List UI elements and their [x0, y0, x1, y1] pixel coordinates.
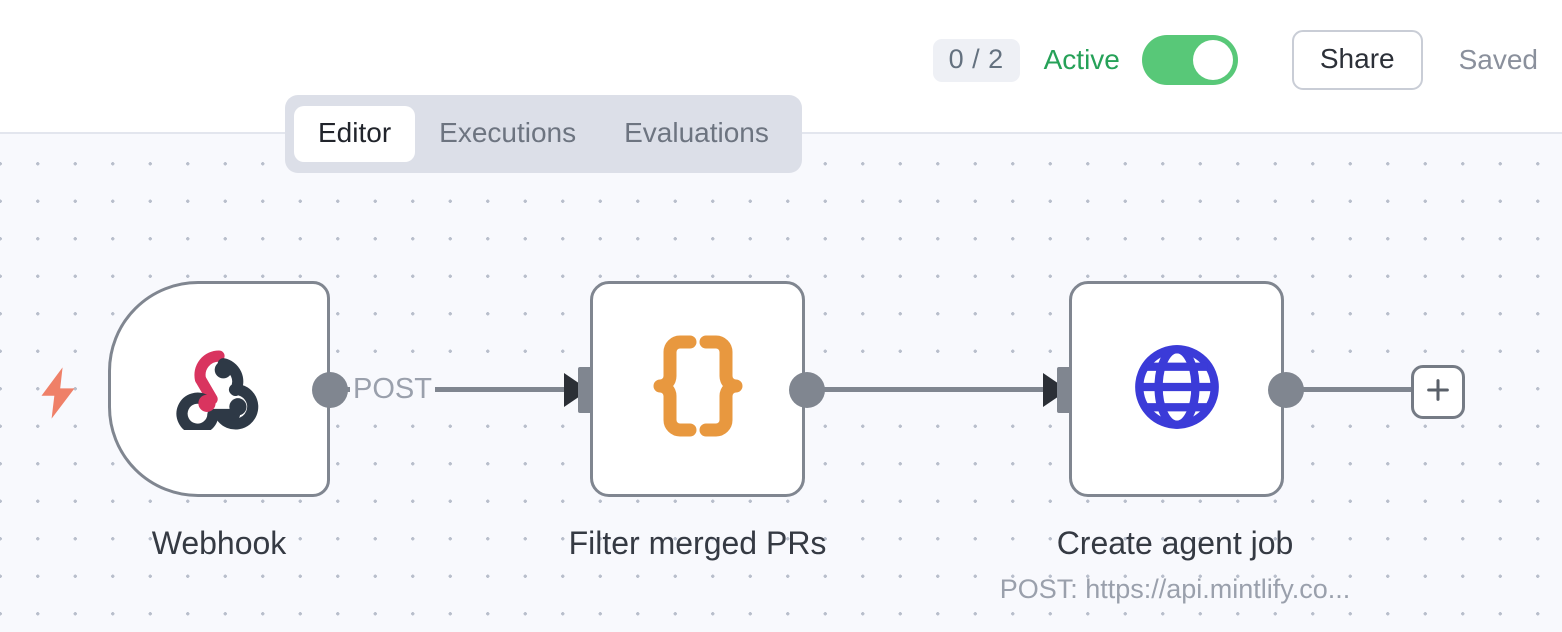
filter-output-port[interactable]: [789, 372, 825, 408]
node-http-sublabel: POST: https://api.mintlify.co...: [999, 574, 1351, 604]
connection-label-post: POST: [350, 375, 435, 404]
node-http-request[interactable]: [1069, 281, 1284, 497]
tab-bar: Editor Executions Evaluations: [285, 95, 802, 173]
lightning-bolt-icon: [36, 366, 80, 427]
node-webhook-icon-wrap: [111, 284, 327, 494]
node-webhook-label: Webhook: [151, 525, 287, 561]
run-counter-badge: 0 / 2: [932, 38, 1020, 82]
plus-icon: [1424, 376, 1452, 409]
header-actions: 0 / 2 Active Share Saved: [932, 30, 1538, 90]
globe-icon: [1131, 341, 1223, 438]
http-output-port[interactable]: [1268, 372, 1304, 408]
tab-evaluations[interactable]: Evaluations: [624, 117, 769, 148]
share-button[interactable]: Share: [1291, 30, 1423, 90]
webhook-icon: [176, 344, 262, 435]
saved-status-label[interactable]: Saved: [1458, 44, 1538, 75]
add-node-button[interactable]: [1411, 365, 1465, 419]
workflow-canvas[interactable]: Webhook POST Filter merged PRs: [0, 134, 1562, 632]
node-filter[interactable]: [590, 281, 805, 497]
curly-braces-icon: [652, 335, 744, 444]
webhook-output-port[interactable]: [312, 372, 348, 408]
node-webhook[interactable]: [108, 281, 330, 497]
node-http-icon-wrap: [1072, 284, 1281, 494]
active-toggle-switch[interactable]: [1141, 35, 1238, 85]
toggle-knob: [1192, 40, 1233, 80]
connection-webhook-filter[interactable]: [344, 387, 574, 392]
connection-filter-http[interactable]: [821, 387, 1053, 392]
tab-executions[interactable]: Executions: [439, 117, 577, 148]
connection-http-add: [1300, 387, 1412, 392]
node-filter-label: Filter merged PRs: [568, 525, 827, 561]
node-http-label: Create agent job: [1056, 525, 1294, 561]
node-filter-icon-wrap: [593, 284, 802, 494]
active-status-label: Active: [1043, 44, 1120, 75]
tab-editor[interactable]: Editor: [294, 106, 416, 162]
